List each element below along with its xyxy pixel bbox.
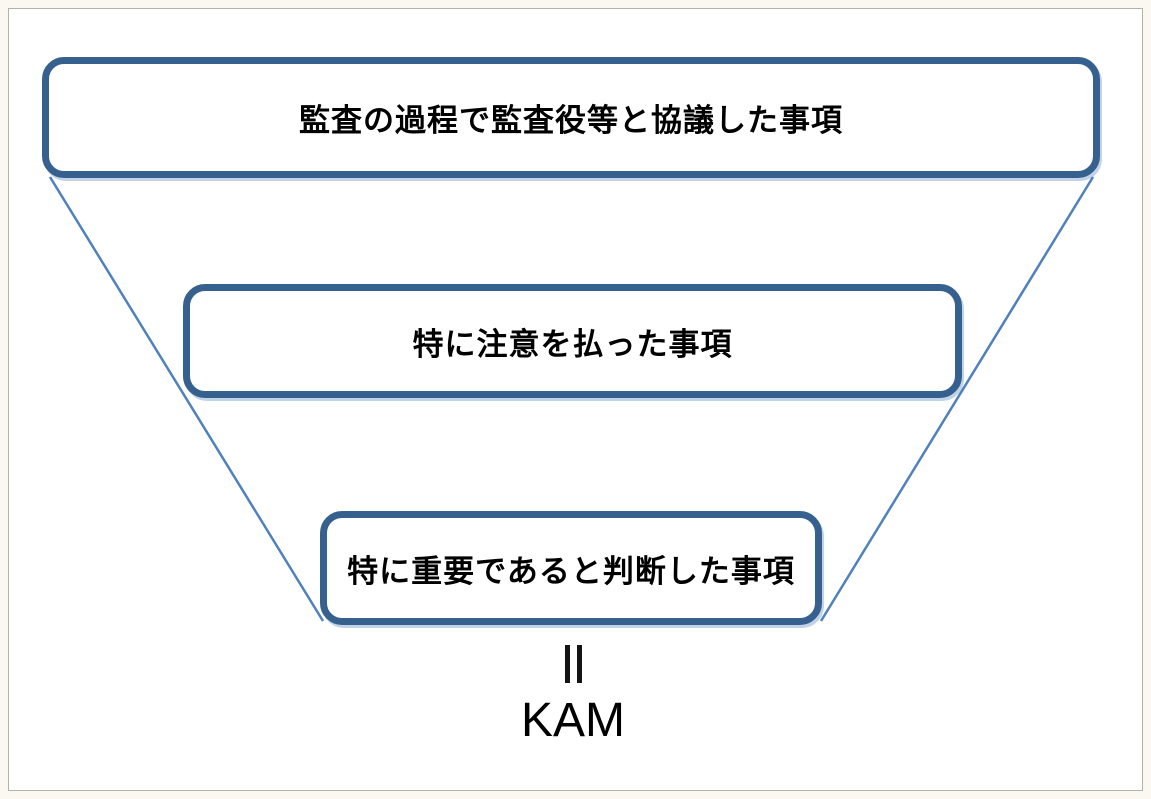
funnel-level-2-label: 特に注意を払った事項 (412, 326, 733, 362)
kam-label-row: KAM (0, 697, 1146, 745)
funnel-level-1-label: 監査の過程で監査役等と協議した事項 (299, 103, 843, 138)
funnel-level-2-box: 特に注意を払った事項 (183, 284, 962, 398)
equals-bar-left (564, 645, 570, 683)
equals-bar-right (576, 645, 582, 683)
funnel-level-3-label: 特に重要であると判断した事項 (347, 553, 795, 589)
kam-label: KAM (520, 694, 625, 747)
funnel-level-1-box: 監査の過程で監査役等と協議した事項 (42, 57, 1100, 178)
equals-icon (0, 645, 1146, 683)
funnel-level-3-box: 特に重要であると判断した事項 (320, 511, 822, 625)
